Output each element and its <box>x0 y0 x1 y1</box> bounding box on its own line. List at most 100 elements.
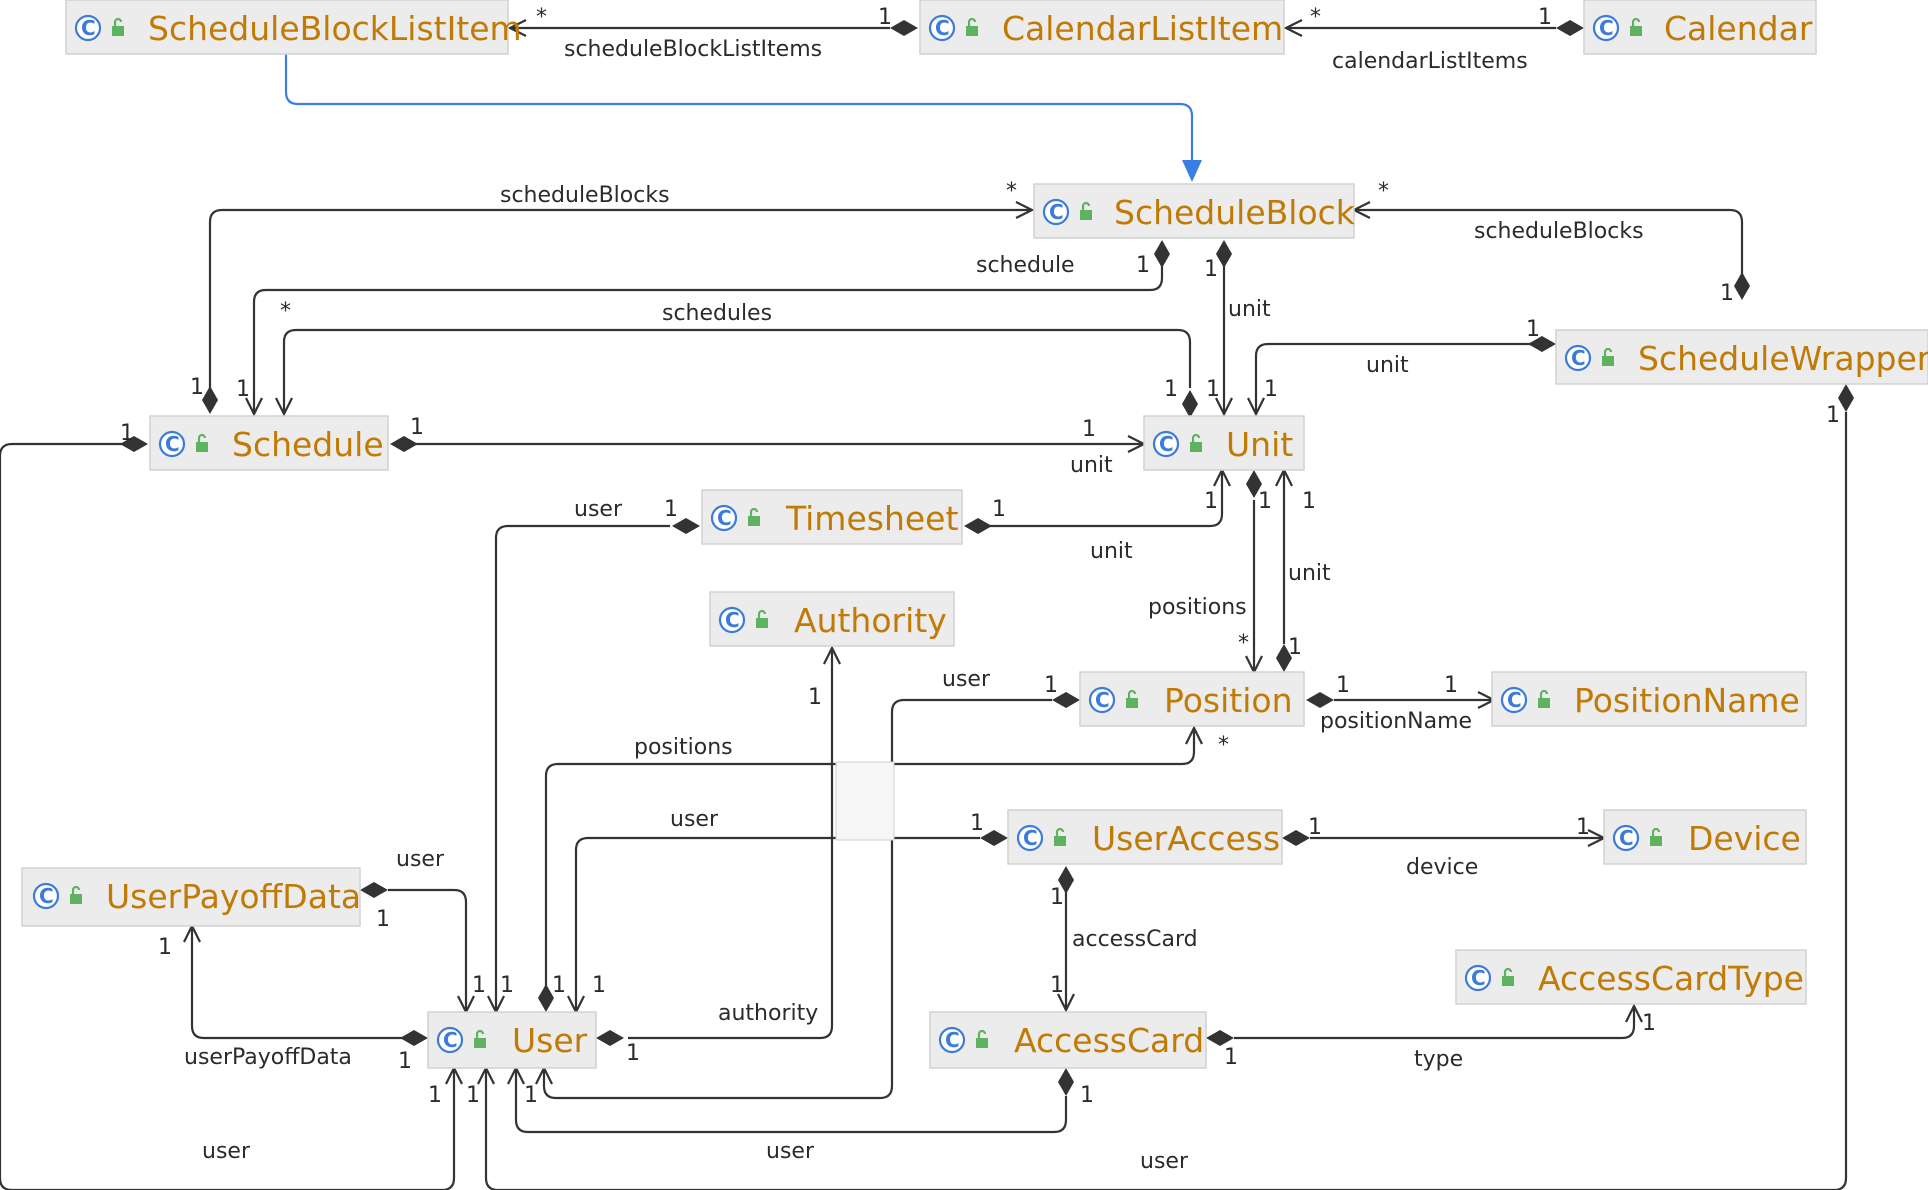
lock-icon <box>70 885 82 904</box>
svg-text:Calendar: Calendar <box>1664 9 1813 48</box>
class-c-icon: C <box>1612 824 1640 852</box>
generalization-scheduleblocklistitem-scheduleblock[interactable] <box>284 48 1194 168</box>
class-calendarlistitem[interactable]: C CalendarListItem <box>919 0 1285 55</box>
svg-text:C: C <box>1471 966 1486 990</box>
assoc-useraccess-user[interactable] <box>574 836 980 1012</box>
lock-icon <box>1538 689 1550 708</box>
label-userpayoffdata: userPayoffData <box>184 1045 352 1070</box>
assoc-timesheet-user[interactable] <box>494 524 670 1012</box>
mult: 1 <box>1336 673 1350 698</box>
class-userpayoffdata[interactable]: C UserPayoffData <box>21 867 361 927</box>
class-unit[interactable]: C Unit <box>1143 415 1305 471</box>
label-authority: authority <box>718 1001 818 1026</box>
svg-text:ScheduleBlockListItem: ScheduleBlockListItem <box>148 9 522 48</box>
svg-text:C: C <box>725 608 740 632</box>
lock-icon <box>1054 827 1066 846</box>
svg-text:C: C <box>1571 346 1586 370</box>
mult: 1 <box>1050 973 1064 998</box>
label-unit-position: unit <box>1288 561 1331 586</box>
class-timesheet[interactable]: C Timesheet <box>701 489 963 545</box>
label-scheduleblocks-left: scheduleBlocks <box>500 183 670 208</box>
mult: 1 <box>1308 815 1322 840</box>
class-position[interactable]: C Position <box>1079 671 1305 727</box>
label-type: type <box>1414 1047 1463 1072</box>
assoc-position-user[interactable] <box>542 698 1052 1100</box>
class-schedule[interactable]: C Schedule <box>149 415 389 471</box>
label-accesscard: accessCard <box>1072 927 1198 952</box>
svg-text:C: C <box>1095 688 1110 712</box>
mult: * <box>1310 5 1321 30</box>
mult: 1 <box>1206 377 1220 402</box>
mult: 1 <box>626 1041 640 1066</box>
assoc-schedule-user[interactable] <box>0 442 456 1190</box>
mult: 1 <box>410 415 424 440</box>
class-useraccess[interactable]: C UserAccess <box>1007 809 1283 865</box>
class-calendar[interactable]: C Calendar <box>1583 0 1817 55</box>
label-user-useraccess: user <box>670 807 719 832</box>
mult: 1 <box>398 1049 412 1074</box>
class-schedulewrapper[interactable]: C ScheduleWrapper <box>1555 329 1928 385</box>
mult: 1 <box>1576 815 1590 840</box>
class-authority[interactable]: C Authority <box>709 591 955 647</box>
class-positionname[interactable]: C PositionName <box>1491 671 1807 727</box>
class-scheduleblocklistitem[interactable]: C ScheduleBlockListItem <box>65 0 522 55</box>
svg-text:C: C <box>1049 200 1064 224</box>
svg-text:Authority: Authority <box>794 601 947 640</box>
class-scheduleblock[interactable]: C ScheduleBlock <box>1033 183 1356 239</box>
lock-icon <box>976 1029 988 1048</box>
class-c-icon: C <box>1500 686 1528 714</box>
assoc-schedulewrapper-unit[interactable] <box>1254 342 1530 414</box>
class-c-icon: C <box>1592 14 1620 42</box>
mult: 1 <box>1050 885 1064 910</box>
class-user[interactable]: C User <box>427 1011 597 1069</box>
class-c-icon: C <box>1088 686 1116 714</box>
svg-text:Position: Position <box>1164 681 1293 720</box>
class-c-icon: C <box>1464 964 1492 992</box>
label-user-position: user <box>942 667 991 692</box>
class-accesscard[interactable]: C AccessCard <box>929 1011 1207 1069</box>
lock-icon <box>1630 17 1642 36</box>
svg-text:C: C <box>443 1028 458 1052</box>
svg-text:UserAccess: UserAccess <box>1092 819 1280 858</box>
assoc-schedule-scheduleblocks[interactable] <box>208 208 1032 390</box>
mult: 1 <box>1444 673 1458 698</box>
mult: 1 <box>1826 403 1840 428</box>
svg-text:ScheduleBlock: ScheduleBlock <box>1114 193 1356 232</box>
mult: 1 <box>466 1083 480 1108</box>
assoc-scheduleblock-schedule[interactable] <box>252 256 1164 414</box>
svg-text:Timesheet: Timesheet <box>785 499 958 538</box>
assoc-userpayoffdata-user[interactable] <box>388 888 468 1012</box>
svg-text:C: C <box>1619 826 1634 850</box>
edge-labels: scheduleBlockListItems calendarListItems… <box>184 37 1644 1174</box>
mult: * <box>536 5 547 30</box>
svg-text:C: C <box>81 16 96 40</box>
mult: 1 <box>376 907 390 932</box>
label-scheduleblocklistitems: scheduleBlockListItems <box>564 37 822 62</box>
mult: 1 <box>808 685 822 710</box>
lock-icon <box>1190 433 1202 452</box>
label-user-payoff: user <box>396 847 445 872</box>
mult: * <box>1378 179 1389 204</box>
assoc-user-userpayoffdata[interactable] <box>190 926 414 1040</box>
mult: 1 <box>970 811 984 836</box>
mult: 1 <box>1258 489 1272 514</box>
assoc-unit-schedules[interactable] <box>282 328 1192 414</box>
class-c-icon: C <box>1152 430 1180 458</box>
label-unit-timesheet: unit <box>1090 539 1133 564</box>
assoc-accesscard-accesscardtype[interactable] <box>1234 1006 1636 1040</box>
mult: 1 <box>1044 673 1058 698</box>
assoc-timesheet-unit[interactable] <box>984 470 1224 528</box>
mult: * <box>1218 733 1229 758</box>
assoc-user-authority[interactable] <box>628 648 834 1040</box>
assoc-schedulewrapper-user[interactable] <box>484 412 1848 1190</box>
assoc-schedulewrapper-scheduleblocks[interactable] <box>1354 208 1744 282</box>
label-user-accesscard: user <box>766 1139 815 1164</box>
class-accesscardtype[interactable]: C AccessCardType <box>1455 949 1807 1005</box>
class-device[interactable]: C Device <box>1603 809 1807 865</box>
mult: 1 <box>120 421 134 446</box>
assoc-accesscard-user[interactable] <box>514 1068 1068 1134</box>
class-boxes: C ScheduleBlockListItem C CalendarListIt… <box>21 0 1928 1069</box>
mult: 1 <box>236 377 250 402</box>
mult: 1 <box>1264 377 1278 402</box>
svg-text:C: C <box>39 884 54 908</box>
